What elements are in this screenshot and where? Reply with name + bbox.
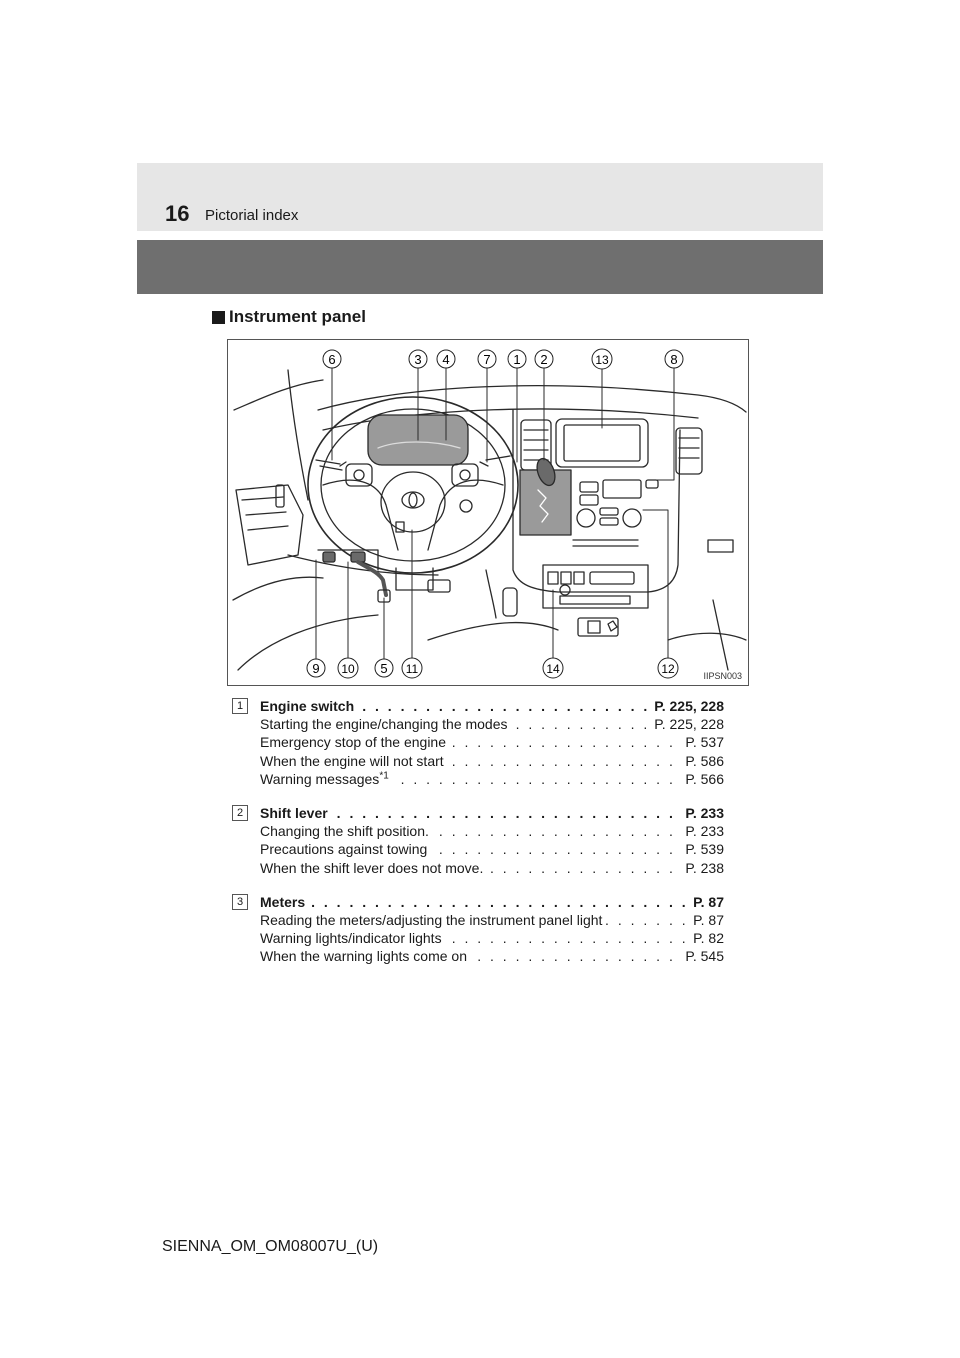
callout-circle — [401, 657, 423, 679]
page-number: 16 — [165, 201, 190, 226]
leader-dots: . . . . . . . . . . . . . . . . . . . . … — [260, 804, 724, 821]
subitem-text: Changing the shift position. — [260, 823, 432, 840]
entry-title: Engine switch — [260, 698, 358, 714]
callout-label: 2 — [540, 352, 547, 367]
entry-number: 2 — [232, 804, 248, 821]
subitem-text: When the shift lever does not move. — [260, 859, 487, 876]
subitem-text: Starting the engine/changing the modes — [260, 716, 511, 733]
entry-title-line[interactable]: . . . . . . . . . . . . . . . . . . . . … — [260, 803, 724, 823]
callout-label: 8 — [670, 352, 677, 367]
entry-page-ref: P. 87 — [690, 892, 724, 911]
subheading-text: Instrument panel — [229, 307, 366, 326]
callout-label: 10 — [341, 662, 355, 676]
subitem-text: Precautions against towing — [260, 841, 431, 858]
entry-subitem[interactable]: . . . . . . . . . . . . . . . . . . . . … — [260, 751, 724, 770]
callout-circle — [507, 349, 527, 369]
callout-circle — [542, 657, 564, 679]
subitem-text: Emergency stop of the engine — [260, 734, 450, 751]
footnote-marker: *1 — [379, 770, 389, 782]
subitem-text: Warning lights/indicator lights — [260, 930, 445, 947]
index-entry: 2 . . . . . . . . . . . . . . . . . . . … — [232, 803, 724, 877]
subitem-page-ref: P. 545 — [682, 947, 724, 966]
entry-subitem[interactable]: . . . . . . . . . . . . . . . . . . . . … — [260, 910, 724, 930]
instrument-panel-figure: 6 3 4 7 1 2 13 8 9 10 5 11 14 — [227, 339, 749, 686]
callout-circle — [591, 348, 613, 370]
entry-page-ref: P. 225, 228 — [651, 697, 724, 716]
callout-circle — [408, 349, 428, 369]
bullet-square-icon — [212, 310, 225, 324]
instrument-panel-illustration — [232, 367, 747, 671]
callout-circle — [374, 658, 394, 678]
entry-page-ref: P. 233 — [682, 803, 724, 823]
callout-circle — [436, 349, 456, 369]
callout-circle — [322, 349, 342, 369]
entry-subitem[interactable]: . . . . . . . . . . . . . . . . . . . . … — [260, 715, 724, 734]
subheading: Instrument panel — [212, 307, 366, 327]
entry-subitem[interactable]: . . . . . . . . . . . . . . . . . . . . … — [260, 929, 724, 948]
subitem-page-ref: P. 233 — [682, 822, 724, 841]
entry-subitem[interactable]: . . . . . . . . . . . . . . . . . . . . … — [260, 769, 724, 788]
callout-circle — [477, 349, 497, 369]
leader-dots: . . . . . . . . . . . . . . . . . . . . … — [260, 893, 724, 910]
subitem-page-ref: P. 82 — [690, 929, 724, 948]
entry-subitem[interactable]: . . . . . . . . . . . . . . . . . . . . … — [260, 947, 724, 966]
entry-subitem[interactable]: . . . . . . . . . . . . . . . . . . . . … — [260, 858, 724, 877]
callout-circle — [657, 657, 679, 679]
subitem-text: Warning messages — [260, 770, 380, 787]
subitem-page-ref: P. 238 — [682, 858, 724, 877]
callout-label: 12 — [661, 662, 675, 676]
subitem-text: When the engine will not start — [260, 752, 447, 769]
subitem-page-ref: P. 225, 228 — [651, 715, 724, 734]
callout-label: 4 — [442, 352, 449, 367]
entry-title-line[interactable]: . . . . . . . . . . . . . . . . . . . . … — [260, 892, 724, 911]
callout-circle — [337, 657, 359, 679]
subitem-page-ref: P. 566 — [682, 769, 724, 788]
entry-subitem[interactable]: . . . . . . . . . . . . . . . . . . . . … — [260, 840, 724, 859]
entry-title-line[interactable]: . . . . . . . . . . . . . . . . . . . . … — [260, 697, 724, 716]
callout-label: 9 — [312, 661, 319, 676]
callout-label: 6 — [328, 352, 335, 367]
document-code: SIENNA_OM_OM08007U_(U) — [162, 1238, 379, 1255]
index-entry: 3 . . . . . . . . . . . . . . . . . . . … — [232, 892, 724, 966]
subitem-page-ref: P. 87 — [690, 910, 724, 930]
callout-markers: 6 3 4 7 1 2 13 8 9 10 5 11 14 — [306, 348, 684, 679]
entry-number: 3 — [232, 893, 248, 910]
index-entries: 1 . . . . . . . . . . . . . . . . . . . … — [232, 697, 724, 981]
callout-label: 7 — [483, 352, 490, 367]
section-band — [137, 240, 823, 294]
callout-label: 14 — [546, 662, 560, 676]
header-bar — [137, 163, 823, 231]
subitem-text: Reading the meters/adjusting the instrum… — [260, 911, 606, 928]
callout-label: 1 — [513, 352, 520, 367]
entry-subitem[interactable]: . . . . . . . . . . . . . . . . . . . . … — [260, 733, 724, 752]
subitem-page-ref: P. 539 — [682, 840, 724, 859]
callout-label: 5 — [380, 661, 387, 676]
callout-circle — [534, 349, 554, 369]
entry-title: Shift lever — [260, 804, 331, 821]
callout-label: 13 — [595, 353, 609, 367]
subitem-page-ref: P. 586 — [682, 751, 724, 770]
callout-circle — [664, 349, 684, 369]
index-entry: 1 . . . . . . . . . . . . . . . . . . . … — [232, 697, 724, 788]
leader-dots: . . . . . . . . . . . . . . . . . . . . … — [260, 698, 724, 714]
entry-number: 1 — [232, 698, 248, 714]
section-title: Pictorial index — [205, 207, 299, 224]
entry-subitem[interactable]: . . . . . . . . . . . . . . . . . . . . … — [260, 822, 724, 841]
callout-label: 11 — [406, 662, 419, 676]
subitem-text: When the warning lights come on — [260, 948, 470, 965]
subitem-page-ref: P. 537 — [682, 733, 724, 752]
callout-label: 3 — [414, 352, 421, 367]
callout-circle — [306, 658, 326, 678]
subitem-text-with-note: Warning messages*1 — [260, 771, 392, 787]
figure-code: IIPSN003 — [703, 671, 742, 681]
entry-title: Meters — [260, 893, 309, 910]
